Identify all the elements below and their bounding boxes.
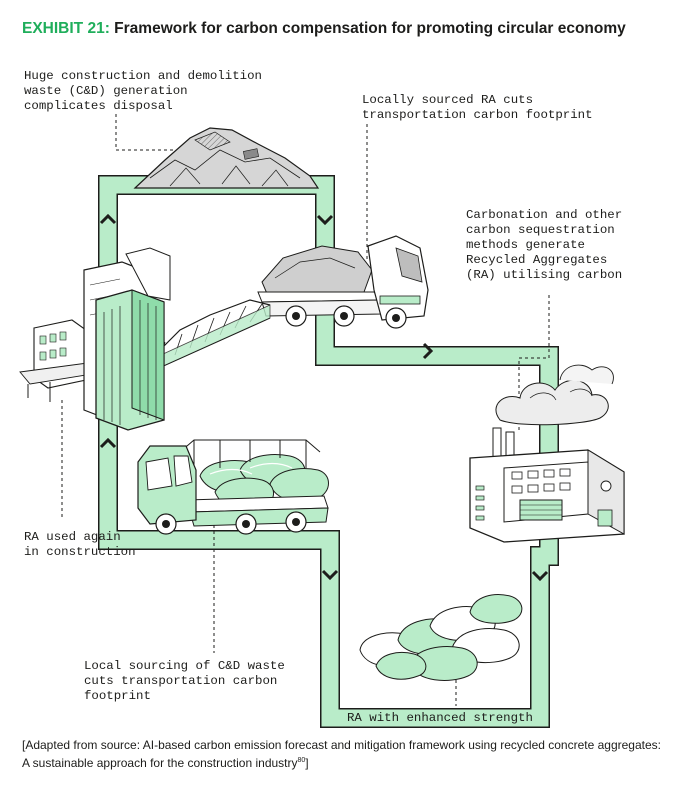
source-citation: [Adapted from source: AI-based carbon em…	[22, 737, 667, 771]
annotation-local-sourcing-cd: Local sourcing of C&D waste cuts transpo…	[84, 659, 285, 703]
city-buildings-illustration	[19, 247, 271, 431]
chevron-down-icon	[321, 569, 339, 581]
source-ref: 80	[297, 757, 306, 764]
annotation-carbonation: Carbonation and other carbon sequestrati…	[466, 208, 623, 282]
annotation-ra-strength: RA with enhanced strength	[347, 711, 533, 725]
ra-sacks-illustration	[359, 594, 523, 681]
truck-ra-illustration	[137, 439, 329, 535]
source-close: ]	[305, 756, 309, 770]
annotation-waste-generation: Huge construction and demolition waste (…	[24, 69, 262, 113]
truck-waste-illustration	[257, 235, 429, 329]
chevron-up-icon	[99, 213, 117, 225]
annotation-locally-sourced: Locally sourced RA cuts transportation c…	[362, 93, 593, 122]
exhibit-title-text: Framework for carbon compensation for pr…	[114, 20, 626, 37]
annotation-ra-used-again: RA used again in construction	[24, 530, 136, 559]
chevron-up-icon	[99, 437, 117, 449]
factory-illustration	[469, 364, 625, 543]
debris-pile-illustration	[133, 127, 320, 189]
flow-chevrons	[99, 213, 549, 582]
source-text: [Adapted from source: AI-based carbon em…	[22, 738, 661, 770]
exhibit-label: EXHIBIT 21:	[22, 20, 110, 37]
chevron-down-icon	[531, 570, 549, 582]
exhibit-title: EXHIBIT 21: Framework for carbon compens…	[22, 20, 662, 38]
chevron-right-icon	[422, 342, 434, 360]
chevron-down-icon	[316, 214, 334, 226]
